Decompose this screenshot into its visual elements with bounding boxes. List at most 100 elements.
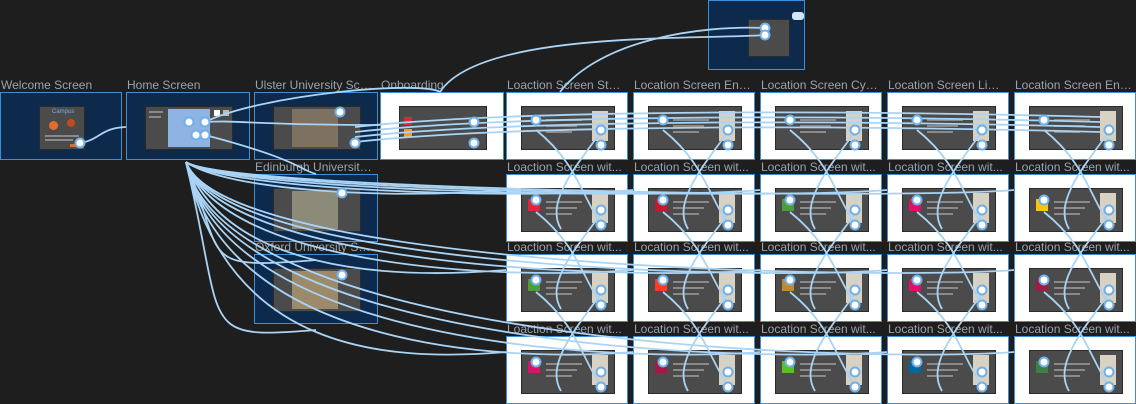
frame-edinburgh-university-screen[interactable] [254,174,378,242]
frame-location-screen-2-1[interactable] [506,174,628,242]
text-line [800,375,826,377]
ulster-thumbnail [273,106,361,150]
sdg-badge [528,279,540,291]
frame-location-screen-3-3[interactable] [760,254,882,322]
text-line [546,207,577,209]
text-line [546,213,572,215]
frame-label-location-2-5[interactable]: Location Screen wit... [1015,160,1130,174]
text-line [1054,363,1090,365]
frame-label-location-3-2[interactable]: Location Screen wit... [634,240,749,254]
frame-location-screen-2-4[interactable] [887,174,1009,242]
text-line [800,131,826,133]
frame-label-location-4-2[interactable]: Location Screen wit... [634,322,749,336]
sdg-badge [909,361,921,373]
map-preview [592,273,608,303]
frame-label-location-2-4[interactable]: Location Screen wit... [888,160,1003,174]
text-line [927,201,963,203]
frame-location-screen-1-1[interactable] [506,92,628,160]
frame-location-screen-1-3[interactable] [760,92,882,160]
settings-icon [223,110,229,116]
start-button [70,144,80,147]
text-line [1054,119,1090,121]
frame-label-location-2-1[interactable]: Loaction Screen wit... [507,160,622,174]
frame-onboarding[interactable] [380,92,504,160]
frame-label-location-1-2[interactable]: Location Screen Ent... [634,78,752,92]
map-preview [973,111,989,141]
frame-label-location-3-4[interactable]: Location Screen wit... [888,240,1003,254]
frame-location-screen-4-4[interactable] [887,336,1009,404]
frame-label-location-1-5[interactable]: Location Screen Ene... [1015,78,1133,92]
text-line [927,125,958,127]
map-preview [719,355,735,385]
frame-location-screen-2-5[interactable] [1014,174,1136,242]
text-line [546,287,577,289]
frame-label-location-1-3[interactable]: Location Screen Cyc... [761,78,879,92]
frame-location-screen-4-5[interactable] [1014,336,1136,404]
home-icon [214,110,220,116]
frame-location-screen-3-1[interactable] [506,254,628,322]
map-preview [1100,273,1116,303]
frame-welcome-screen[interactable]: Campus [0,92,122,160]
frame-location-screen-4-3[interactable] [760,336,882,404]
frame-label-location-2-3[interactable]: Location Screen wit... [761,160,876,174]
location-thumbnail [521,106,615,150]
frame-ulster-university-screen[interactable] [254,92,378,160]
frame-label-location-4-5[interactable]: Location Screen wit... [1015,322,1130,336]
frame-label-location-1-1[interactable]: Loaction Screen Stu... [507,78,625,92]
frame-label-location-1-4[interactable]: Location Screen Libr... [888,78,1006,92]
sdg-badge [782,361,794,373]
sdg-badge [1036,199,1048,211]
frame-location-screen-4-1[interactable] [506,336,628,404]
sdg-badge [1036,361,1048,373]
frame-location-screen-3-4[interactable] [887,254,1009,322]
frame-location-screen-1-2[interactable] [633,92,755,160]
location-thumbnail [521,268,615,312]
location-thumbnail [521,350,615,394]
text-line [673,207,704,209]
frame-location-screen-3-5[interactable] [1014,254,1136,322]
frame-location-screen-3-2[interactable] [633,254,755,322]
overlay-frame[interactable] [708,0,805,70]
frame-label-location-3-1[interactable]: Loaction Screen wit... [507,240,622,254]
text-line [546,375,572,377]
frame-location-screen-1-4[interactable] [887,92,1009,160]
frame-label-onboarding[interactable]: Onboarding [381,78,444,92]
frame-label-location-4-1[interactable]: Loaction Screen wit... [507,322,622,336]
text-line [1054,125,1085,127]
frame-home-screen[interactable] [126,92,250,160]
frame-label-location-3-5[interactable]: Location Screen wit... [1015,240,1130,254]
frame-label-location-3-3[interactable]: Location Screen wit... [761,240,876,254]
text-line [673,287,704,289]
text-line [800,281,836,283]
frame-label-location-2-2[interactable]: Location Screen wit... [634,160,749,174]
frame-label-welcome[interactable]: Welcome Screen [1,78,93,92]
text-line [546,125,577,127]
home-thumbnail [145,106,233,150]
frame-location-screen-2-3[interactable] [760,174,882,242]
frame-oxford-university-screen[interactable] [254,254,378,324]
home-text-line [149,111,163,113]
frame-label-oxford[interactable]: Oxford University Sc... [255,240,373,254]
overlay-thumbnail [748,19,790,57]
text-line [800,201,836,203]
map-preview [592,193,608,223]
location-thumbnail [521,188,615,232]
frame-label-edinburgh[interactable]: Edinburgh University... [255,160,373,174]
frame-label-location-4-3[interactable]: Location Screen wit... [761,322,876,336]
sdg-badge [909,279,921,291]
text-line [1054,369,1085,371]
text-line [673,201,709,203]
frame-label-location-4-4[interactable]: Location Screen wit... [888,322,1003,336]
frame-label-home[interactable]: Home Screen [127,78,201,92]
frame-location-screen-4-2[interactable] [633,336,755,404]
campus-photo [292,191,338,229]
text-line [1054,375,1080,377]
text-line [800,363,836,365]
globe-icon-alt [67,119,75,127]
frame-location-screen-1-5[interactable] [1014,92,1136,160]
location-thumbnail [902,350,996,394]
text-line [1054,213,1080,215]
frame-location-screen-2-2[interactable] [633,174,755,242]
frame-label-ulster[interactable]: Ulster University Scr... [255,78,373,92]
